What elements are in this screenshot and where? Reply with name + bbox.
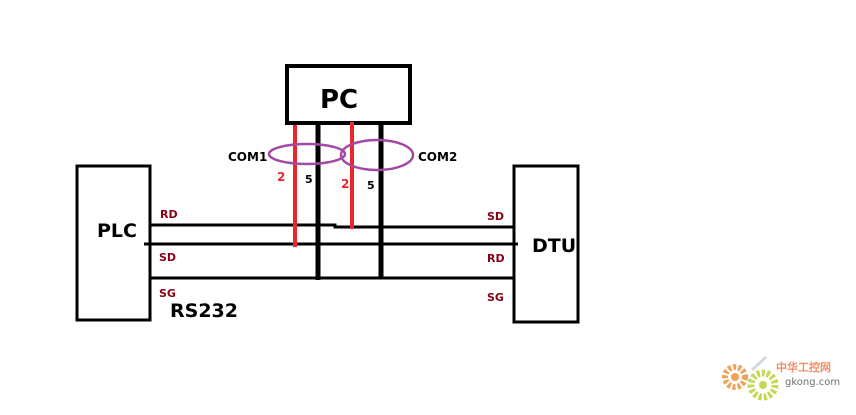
dtu-rd-label: RD	[487, 252, 505, 265]
orange-gear-icon	[722, 364, 748, 390]
plc-sg-label: SG	[159, 287, 176, 300]
plc-label: PLC	[97, 220, 137, 242]
com1-ring	[267, 142, 347, 166]
com2-pin2-label: 2	[341, 177, 349, 191]
com2-pin5-label: 5	[367, 179, 375, 192]
com2-label: COM2	[418, 150, 457, 164]
rd-sd-wire	[150, 223, 514, 229]
green-gear-icon	[747, 369, 779, 401]
dtu-label: DTU	[532, 235, 576, 257]
com1-pin2-label: 2	[277, 170, 285, 184]
com1-pin5-label: 5	[305, 173, 313, 186]
rs232-label: RS232	[170, 300, 238, 322]
pc-box	[285, 64, 412, 125]
watermark-domain: gkong.com	[785, 377, 840, 388]
plc-sd-label: SD	[159, 251, 176, 264]
com1-label: COM1	[228, 150, 267, 164]
dtu-sd-label: SD	[487, 210, 504, 223]
plc-rd-label: RD	[160, 208, 178, 221]
watermark-cn: 中华工控网	[776, 360, 831, 374]
gkong-watermark-logo: 中华工控网 gkong.com	[722, 355, 840, 401]
com2-ring	[339, 138, 415, 172]
pc-label: PC	[320, 85, 358, 115]
plc-box	[75, 164, 152, 322]
dtu-sg-label: SG	[487, 291, 504, 304]
